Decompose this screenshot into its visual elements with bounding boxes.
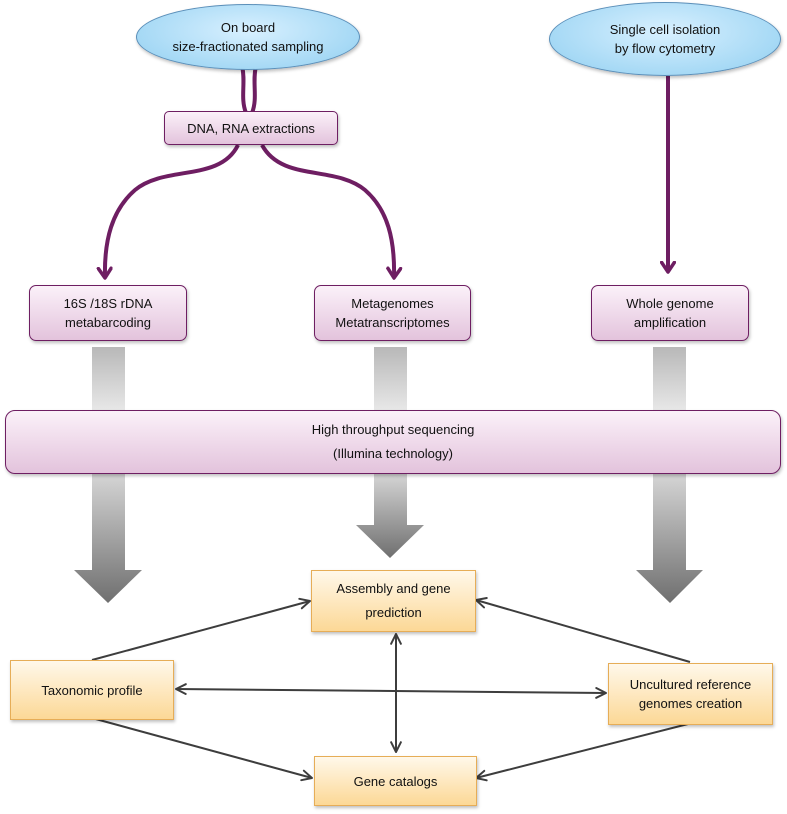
arrow-uncultured-to-genecatalogs (475, 723, 689, 782)
arrow-extractions-to-metabarcoding (105, 144, 240, 278)
arrow-uncultured-to-assembly (475, 597, 691, 663)
block-arrow-to-assembly (356, 474, 424, 558)
node-wga-line2: amplification (633, 315, 707, 330)
arrow-sampling-to-extractions (240, 65, 248, 114)
arrow-taxonomic-to-genecatalogs (91, 717, 313, 782)
node-single-cell-line1: Single cell isolation (609, 22, 721, 37)
node-taxonomic-label: Taxonomic profile (41, 682, 143, 698)
arrow-taxonomic-to-assembly (91, 597, 311, 661)
arrow-sampling-to-extractions-2 (250, 65, 258, 114)
node-assembly-gene-prediction: Assembly and gene prediction (311, 570, 476, 632)
node-sequencing-line1: High throughput sequencing (311, 422, 475, 437)
node-extractions-label: DNA, RNA extractions (187, 120, 315, 136)
node-onboard-line1: On board (220, 20, 276, 35)
node-uncultured-line1: Uncultured reference (629, 677, 752, 692)
block-arrow-to-taxonomic (74, 474, 142, 603)
block-wga-to-sequencing (653, 347, 686, 411)
block-metagenomes-to-sequencing (374, 347, 407, 411)
node-gene-catalogs-label: Gene catalogs (353, 773, 438, 789)
node-assembly-line1: Assembly and gene (336, 581, 451, 596)
node-onboard-sampling: On board size-fractionated sampling (136, 4, 360, 70)
node-assembly-line2: prediction (365, 605, 422, 620)
node-whole-genome-amplification: Whole genome amplification (591, 285, 749, 341)
block-metabarcoding-to-sequencing (92, 347, 125, 411)
node-metabarcoding-line1: 16S /18S rDNA (63, 296, 153, 311)
node-uncultured-reference-genomes: Uncultured reference genomes creation (608, 663, 773, 725)
node-gene-catalogs: Gene catalogs (314, 756, 477, 806)
arrow-extractions-to-metagenomes (260, 143, 394, 278)
node-onboard-line2: size-fractionated sampling (172, 39, 324, 54)
node-dna-rna-extractions: DNA, RNA extractions (164, 111, 338, 145)
node-wga-line1: Whole genome (626, 296, 714, 311)
node-metabarcoding-line2: metabarcoding (65, 315, 151, 330)
node-single-cell-isolation: Single cell isolation by flow cytometry (549, 2, 781, 76)
node-sequencing-line2: (Illumina technology) (333, 446, 453, 461)
node-metagenomes: Metagenomes Metatranscriptomes (314, 285, 471, 341)
arrow-taxonomic-uncultured (175, 683, 607, 699)
block-arrow-to-uncultured (636, 474, 703, 603)
node-single-cell-line2: by flow cytometry (614, 41, 716, 56)
node-taxonomic-profile: Taxonomic profile (10, 660, 174, 720)
node-high-throughput-sequencing: High throughput sequencing (Illumina tec… (5, 410, 781, 474)
node-metagenomes-line1: Metagenomes (351, 296, 434, 311)
node-metagenomes-line2: Metatranscriptomes (335, 315, 450, 330)
node-metabarcoding: 16S /18S rDNA metabarcoding (29, 285, 187, 341)
node-uncultured-line2: genomes creation (638, 696, 743, 711)
